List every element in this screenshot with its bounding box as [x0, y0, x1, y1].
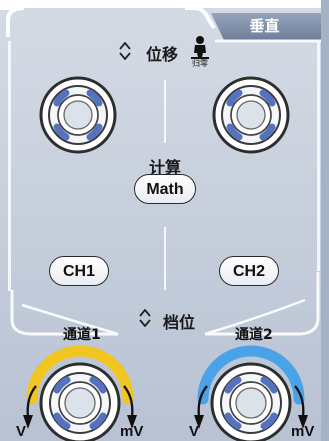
channel1-label: 通道1	[63, 327, 101, 343]
ch2-millivolt-unit: mV	[291, 423, 315, 440]
ch1-scale-knob[interactable]	[39, 362, 121, 441]
up-down-arrows-icon	[119, 42, 131, 60]
ch2-scale-knob-group	[194, 345, 308, 441]
ch2-volt-unit: V	[189, 423, 200, 440]
position-label: 位移	[146, 45, 179, 64]
vertical-section-tab: 垂直	[249, 17, 280, 35]
ch1-millivolt-unit: mV	[120, 423, 144, 440]
zero-icon-caption: 归零	[192, 59, 208, 68]
person-zero-icon	[191, 36, 209, 59]
ch1-button[interactable]: CH1	[49, 256, 109, 286]
math-button[interactable]: Math	[134, 174, 196, 204]
ch1-position-knob[interactable]	[35, 72, 121, 158]
ch2-scale-knob[interactable]	[210, 362, 292, 441]
scale-label: 档位	[163, 313, 196, 332]
math-label: 计算	[149, 158, 182, 177]
ch1-scale-knob-group	[23, 345, 137, 441]
up-down-arrows-icon	[139, 309, 151, 327]
channel2-label: 通道2	[235, 327, 273, 343]
ch2-position-knob[interactable]	[208, 72, 294, 158]
ch1-volt-unit: V	[16, 423, 27, 440]
ch2-button[interactable]: CH2	[219, 256, 279, 286]
